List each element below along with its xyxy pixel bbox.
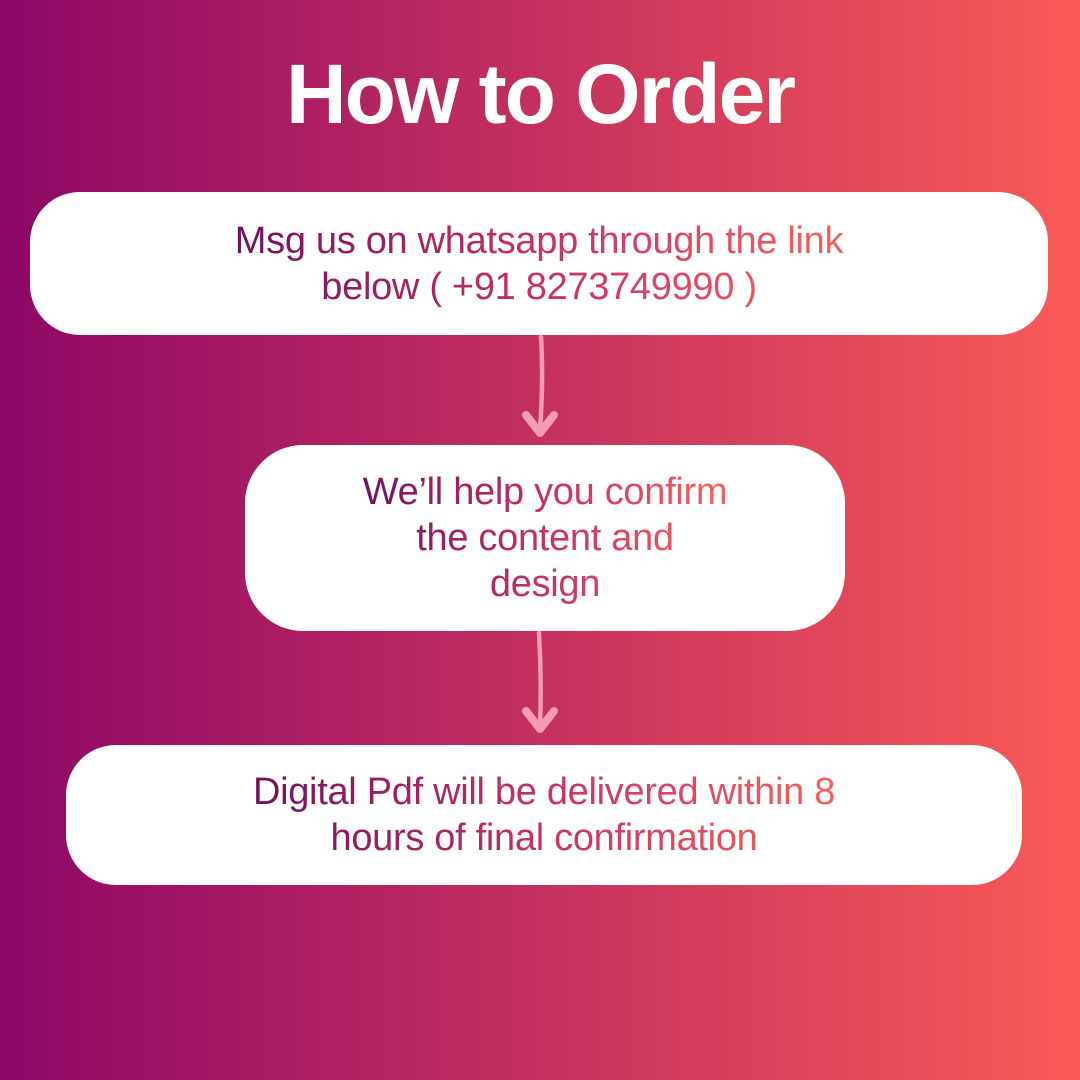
step-card-whatsapp: Msg us on whatsapp through the link belo… — [30, 192, 1048, 335]
arrow-down-icon — [522, 334, 558, 437]
step-card-confirm: We’ll help you confirm the content and d… — [245, 445, 845, 631]
step-text-confirm: We’ll help you confirm the content and d… — [362, 471, 728, 605]
arrow-down-icon — [522, 630, 558, 733]
step-text-delivery: Digital Pdf will be delivered within 8 h… — [252, 771, 836, 859]
step-card-delivery: Digital Pdf will be delivered within 8 h… — [66, 745, 1022, 885]
step-text-whatsapp: Msg us on whatsapp through the link belo… — [234, 219, 844, 308]
page-title: How to Order — [285, 47, 796, 141]
